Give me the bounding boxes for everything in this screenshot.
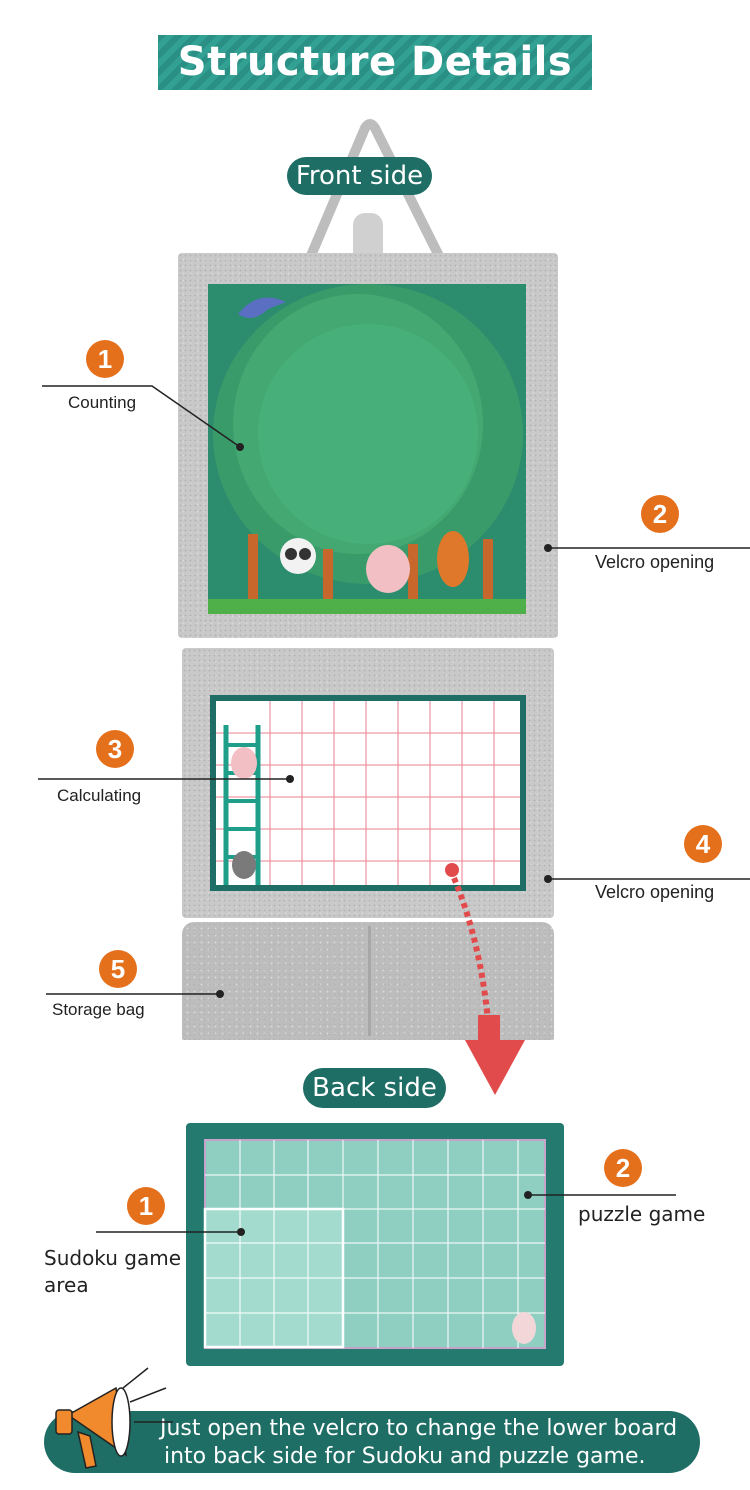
counting-board	[208, 284, 526, 614]
page-title: Structure Details	[158, 35, 592, 90]
callout-lines	[38, 385, 750, 998]
callout-1-label: Counting	[68, 393, 137, 412]
callout-4-number: 4	[684, 825, 722, 863]
callout-4-label: Velcro opening	[595, 882, 715, 902]
back-side-label: Back side	[303, 1068, 446, 1108]
megaphone-icon	[55, 1367, 173, 1469]
callout-1-number: 1	[86, 340, 124, 378]
callout-3-number: 3	[96, 730, 134, 768]
callout-2-number: 2	[641, 495, 679, 533]
arrow-down-icon	[445, 863, 525, 1095]
callout-2-label: Velcro opening	[595, 552, 715, 572]
back-callout-2-number: 2	[604, 1149, 642, 1187]
footer-line-2: into back side for Sudoku and puzzle gam…	[164, 1444, 646, 1469]
back-callout-1-label-line1: Sudoku game	[44, 1246, 182, 1270]
forest-illustration	[208, 284, 526, 614]
back-callout-2-label: puzzle game	[578, 1202, 706, 1226]
callout-5-number: 5	[99, 950, 137, 988]
back-callout-1-label-line2: area	[44, 1273, 89, 1297]
callout-5-label: Storage bag	[52, 1000, 145, 1019]
calculating-board	[210, 695, 526, 891]
back-callout-lines	[96, 1191, 676, 1236]
storage-bag-seam	[368, 926, 371, 1036]
callout-3-label: Calculating	[57, 786, 142, 805]
grid-illustration	[216, 701, 520, 885]
footer-line-1: Just open the velcro to change the lower…	[160, 1416, 678, 1441]
front-side-label: Front side	[287, 157, 432, 195]
hanger-loop-icon	[305, 119, 445, 263]
back-callout-1-label: Sudoku game area	[44, 1245, 181, 1299]
back-callout-1-number: 1	[127, 1187, 165, 1225]
